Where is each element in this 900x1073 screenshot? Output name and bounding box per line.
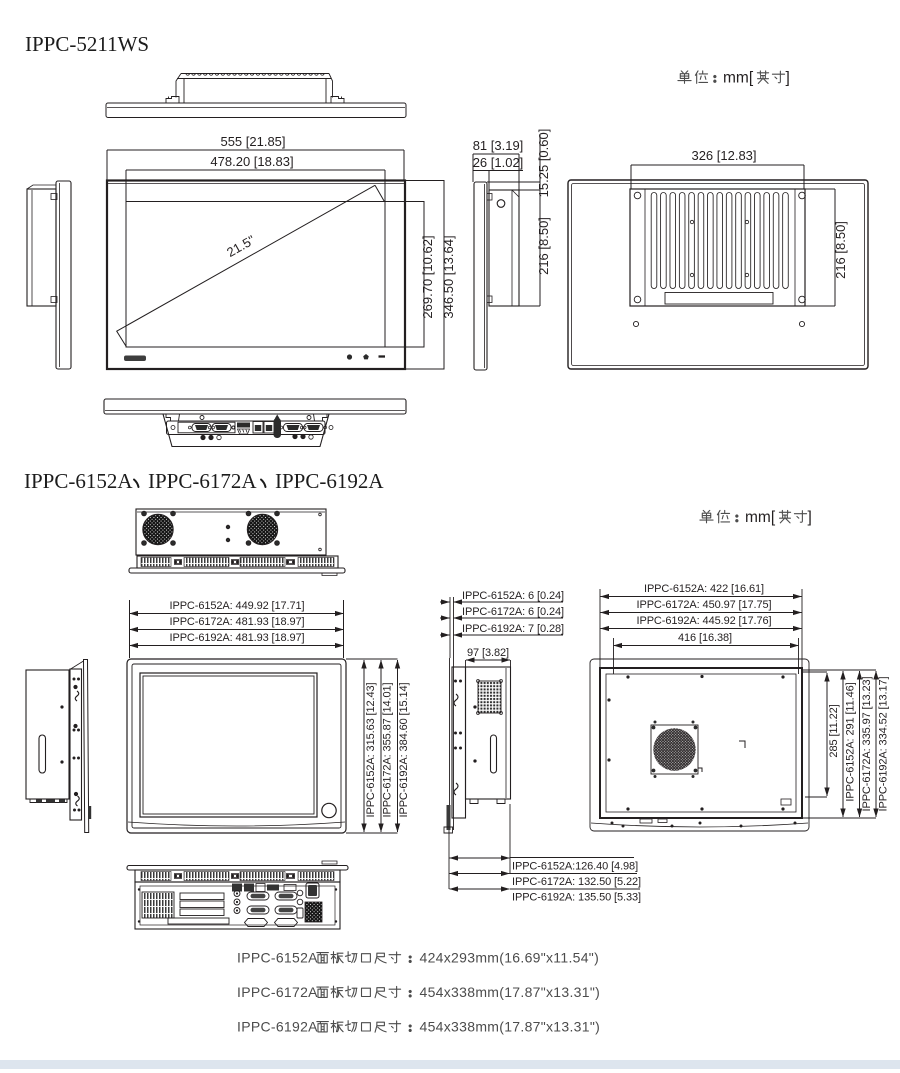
svg-text:IPPC-6152A: 449.92 [17.71]: IPPC-6152A: 449.92 [17.71] [170, 600, 305, 612]
svg-text:IPPC-6152A: 6 [0.24]: IPPC-6152A: 6 [0.24] [462, 590, 564, 602]
svg-text:269.70 [10.62]: 269.70 [10.62] [420, 235, 435, 318]
svg-text:478.20 [18.83]: 478.20 [18.83] [210, 154, 293, 169]
svg-text:IPPC-6152A: IPPC-6152A [24, 469, 133, 493]
svg-text:IPPC-6192A: 135.50 [5.33]: IPPC-6192A: 135.50 [5.33] [512, 892, 641, 904]
svg-text:IPPC-6152A: 291 [11.46]: IPPC-6152A: 291 [11.46] [845, 682, 857, 801]
svg-text:IPPC-6172A: IPPC-6172A [148, 469, 257, 493]
svg-text:15.25 [0.60]: 15.25 [0.60] [536, 129, 551, 198]
svg-text:IPPC-6192A: 7 [0.28]: IPPC-6192A: 7 [0.28] [462, 623, 564, 635]
svg-text:555 [21.85]: 555 [21.85] [220, 134, 285, 149]
svg-text:IPPC-6172A: 132.50 [5.22]: IPPC-6172A: 132.50 [5.22] [512, 876, 641, 888]
svg-text:IPPC-6172A: 6 [0.24]: IPPC-6172A: 6 [0.24] [462, 606, 564, 618]
svg-text:IPPC-6192A: 481.93 [18.97]: IPPC-6192A: 481.93 [18.97] [170, 632, 305, 644]
svg-text:]: ] [808, 509, 812, 526]
svg-text:IPPC-6152A: IPPC-6152A [237, 950, 318, 966]
svg-text:IPPC-6192A: IPPC-6192A [275, 469, 384, 493]
svg-text:mm[: mm[ [723, 70, 754, 87]
svg-text:IPPC-6192A: 384.60 [15.14]: IPPC-6192A: 384.60 [15.14] [398, 682, 410, 817]
svg-text:454x338mm(17.87"x13.31"): 454x338mm(17.87"x13.31") [420, 1019, 601, 1035]
svg-text:IPPC-6152A: 422 [16.61]: IPPC-6152A: 422 [16.61] [644, 583, 764, 595]
svg-text:IPPC-6172A: IPPC-6172A [237, 984, 318, 1000]
svg-text:216 [8.50]: 216 [8.50] [833, 221, 848, 279]
svg-text:346.50 [13.64]: 346.50 [13.64] [441, 235, 456, 318]
svg-text:26 [1.02]: 26 [1.02] [473, 155, 524, 170]
svg-text:326 [12.83]: 326 [12.83] [691, 148, 756, 163]
svg-text:mm[: mm[ [745, 509, 776, 526]
svg-text:IPPC-6192A: 445.92 [17.76]: IPPC-6192A: 445.92 [17.76] [637, 615, 772, 627]
svg-text:216 [8.50]: 216 [8.50] [536, 217, 551, 275]
svg-text:IPPC-6172A: 481.93 [18.97]: IPPC-6172A: 481.93 [18.97] [170, 616, 305, 628]
svg-text:97 [3.82]: 97 [3.82] [467, 647, 509, 659]
svg-text:IPPC-6172A: 450.97 [17.75]: IPPC-6172A: 450.97 [17.75] [637, 599, 772, 611]
svg-text:]: ] [786, 70, 790, 87]
svg-text:81 [3.19]: 81 [3.19] [473, 138, 524, 153]
svg-text:IPPC-6172A: 355.87 [14.01]: IPPC-6172A: 355.87 [14.01] [382, 682, 394, 817]
svg-text:IPPC-5211WS: IPPC-5211WS [25, 32, 149, 56]
svg-text:IPPC-6192A: IPPC-6192A [237, 1019, 318, 1035]
svg-text:424x293mm(16.69"x11.54"): 424x293mm(16.69"x11.54") [420, 950, 600, 966]
svg-text:416 [16.38]: 416 [16.38] [678, 632, 732, 644]
svg-text:IPPC-6152A: 315.63 [12.43]: IPPC-6152A: 315.63 [12.43] [365, 682, 377, 817]
svg-text:IPPC-6192A: 334.52 [13.17]: IPPC-6192A: 334.52 [13.17] [878, 676, 890, 811]
svg-text:IPPC-6152A:126.40 [4.98]: IPPC-6152A:126.40 [4.98] [512, 861, 638, 873]
svg-text:454x338mm(17.87"x13.31"): 454x338mm(17.87"x13.31") [420, 984, 601, 1000]
svg-text:285 [11.22]: 285 [11.22] [828, 704, 840, 757]
svg-text:IPPC-6172A: 335.97 [13.23]: IPPC-6172A: 335.97 [13.23] [861, 676, 873, 811]
